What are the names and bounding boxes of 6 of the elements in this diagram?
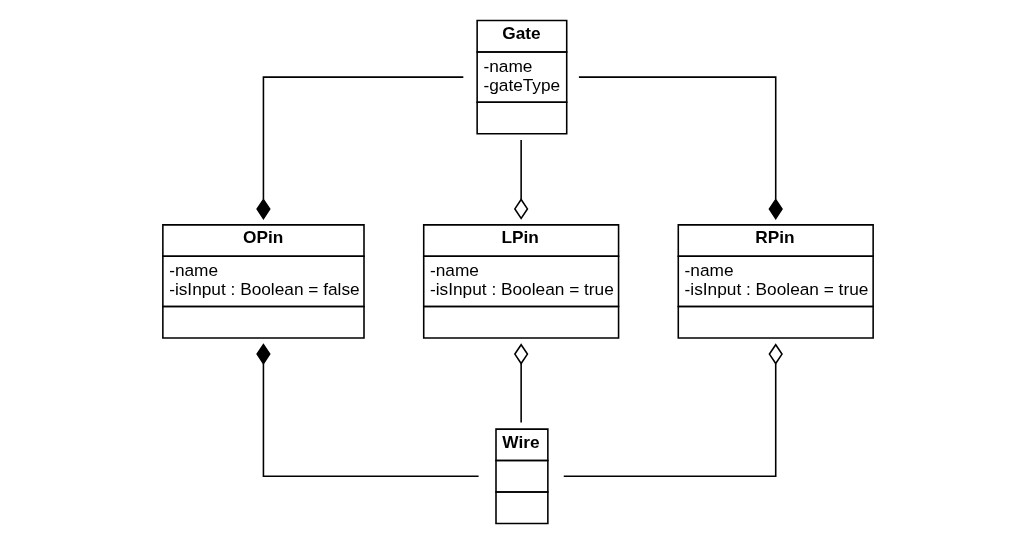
connector	[513, 343, 529, 424]
connector	[578, 76, 783, 220]
connector	[256, 343, 480, 478]
connector	[513, 139, 529, 220]
connector	[256, 76, 465, 220]
connector	[562, 343, 783, 478]
